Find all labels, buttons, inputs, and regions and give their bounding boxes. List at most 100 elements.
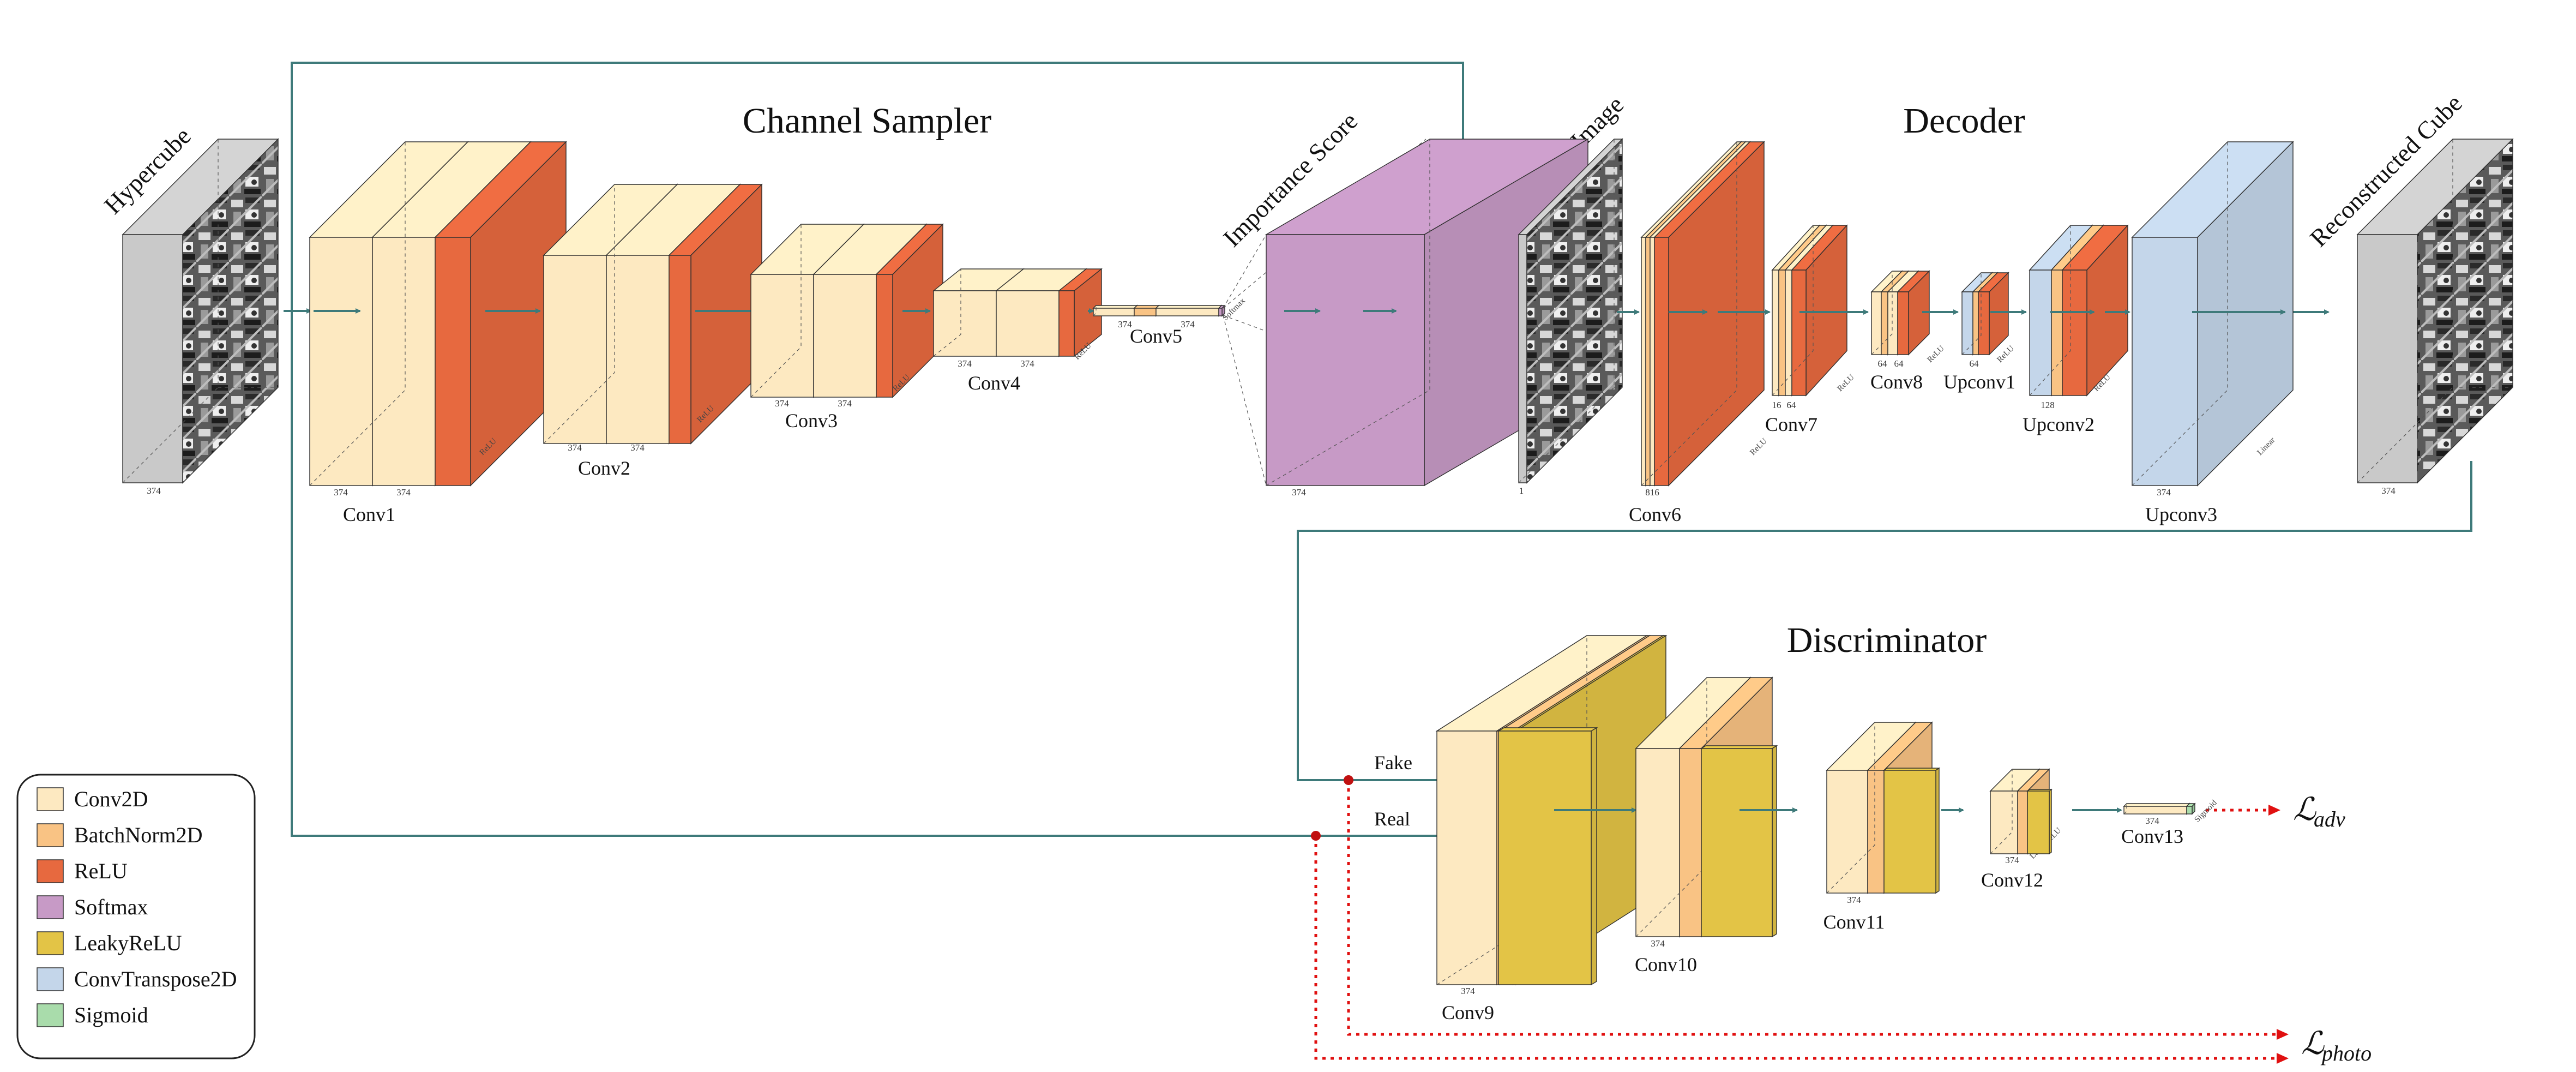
upconv1-block-activation-label: ReLU [1996,344,2016,364]
discriminator-title: Discriminator [1787,620,1987,660]
conv7-block-layer-4 [1791,224,1848,397]
decoder-title: Decoder [1903,101,2025,141]
legend-label: Conv2D [74,787,148,811]
conv5-block-dim-1: 374 [1118,319,1132,330]
conv12-leaky-face [2026,788,2053,855]
conv12-block-dim-1: 374 [2005,855,2019,865]
adv-loss: ℒ adv [2293,792,2345,831]
conv7-block-activation-label: ReLU [1836,373,1856,393]
conv1-block-dim-1: 374 [334,487,348,498]
conv6-block-activation-label: ReLU [1749,436,1769,457]
conv12-leaky-slab [2026,788,2053,855]
hypercube-cube-dim: 374 [147,486,161,496]
hypercube-cube: 374 [122,138,279,496]
conv5-block-layer-1 [1092,304,1138,317]
legend-item-leakyrelu: LeakyReLU [37,931,182,955]
conv10-block-label: Conv10 [1635,954,1697,975]
conv8-block-dim-2: 64 [1894,358,1904,369]
conv1-block-dim-2: 374 [396,487,411,498]
legend-label: ReLU [74,859,128,883]
legend-box [16,774,256,1059]
upconv1-block-label: Upconv1 [1943,371,2015,393]
conv9-block-label: Conv9 [1442,1002,1494,1023]
upconv3-block-dim-1: 374 [2157,487,2171,498]
legend-swatch [37,931,64,955]
conv1-block-layer-3 [434,141,567,487]
conv13-block-layer-2 [2186,802,2196,815]
conv8-block-dim-1: 64 [1878,358,1888,369]
upconv2-block-layer-3 [2061,224,2129,397]
conv2-block-layer-3 [668,183,763,445]
conv5-block-layer-3 [1155,304,1223,317]
legend-item-batchnorm2d: BatchNorm2D [37,823,203,847]
photo-loss: ℒ photo [2301,1026,2372,1065]
conv5-block-label: Conv5 [1130,325,1182,347]
conv6-block-dim-1: 816 [1645,487,1659,498]
conv9-leaky-face [1497,727,1598,986]
importance-score-dim: 374 [1292,487,1306,498]
conv11-block-label: Conv11 [1823,911,1885,933]
legend-swatch [37,1003,64,1027]
legend-swatch [37,967,64,991]
legend-item-softmax: Softmax [37,895,148,919]
reconstructed-cube-dim: 374 [2381,486,2396,496]
compressed-image-cube: 1 [1518,138,1623,496]
conv3-block-dim-2: 374 [838,398,852,409]
conv9-leaky-slab [1497,727,1598,986]
conv2-block-dim-2: 374 [630,442,645,453]
upconv3-block-activation-label: Linear [2256,436,2277,457]
compressed-image-cube-dim: 1 [1519,486,1524,496]
legend-item-sigmoid: Sigmoid [37,1003,148,1027]
conv13-block-label: Conv13 [2121,825,2183,847]
conv7-block-dim-2: 64 [1787,400,1797,410]
conv2-block-dim-1: 374 [568,442,582,453]
legend-item-conv2d: Conv2D [37,787,148,811]
conv4-block-label: Conv4 [968,372,1020,394]
legend-label: Sigmoid [74,1003,148,1027]
legend-label: ConvTranspose2D [74,967,237,991]
conv4-block-layer-3 [1058,268,1103,357]
conv7-block-dim-1: 16 [1772,400,1781,410]
conv6-block: Conv6 816 ReLU [1629,141,1769,525]
conv10-leaky-face [1700,745,1778,938]
legend-label: Softmax [74,895,148,919]
conv3-block-dim-1: 374 [775,398,789,409]
legend-label: BatchNorm2D [74,823,203,847]
conv11-leaky-face [1882,767,1941,894]
fake-label: Fake [1374,752,1412,774]
upconv2-block-label: Upconv2 [2023,414,2094,435]
conv6-block-label: Conv6 [1629,504,1681,525]
conv2-block-label: Conv2 [578,457,630,479]
conv13-block-layer-1 [2123,802,2190,815]
conv4-block-dim-2: 374 [1020,358,1034,369]
legend-swatch [37,823,64,847]
real-path-line [291,311,1454,841]
svg-text:ℒ: ℒ [2293,792,2316,827]
svg-text:ℒ: ℒ [2301,1026,2325,1061]
conv4-block-dim-1: 374 [958,358,972,369]
conv1-block-label: Conv1 [343,504,395,525]
real-junction-dot [1311,831,1321,841]
conv8-block-activation-label: ReLU [1926,344,1946,364]
legend-item-relu: ReLU [37,859,128,883]
conv13-block-dim-1: 374 [2145,816,2159,826]
legend-swatch [37,787,64,811]
upconv3-block-layer-1 [2131,141,2294,487]
channel-sampler-title: Channel Sampler [743,101,991,141]
conv10-leaky-slab [1700,745,1778,938]
real-label: Real [1374,808,1410,830]
legend-swatch [37,859,64,883]
conv11-leaky-slab [1882,767,1941,894]
upconv2-block-dim-1: 128 [2041,400,2055,410]
upconv3-block-label: Upconv3 [2145,504,2217,525]
